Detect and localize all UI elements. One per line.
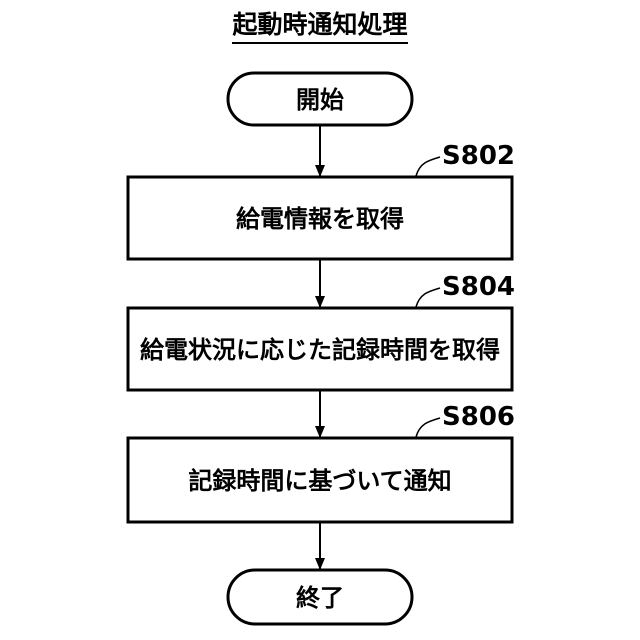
step-id-s806: S806 <box>442 402 515 432</box>
process-label-s802: 給電情報を取得 <box>236 205 404 233</box>
step-id-leader-s806 <box>416 418 440 437</box>
step-id-s804: S804 <box>442 272 515 302</box>
process-label-s804: 給電状況に応じた記録時間を取得 <box>140 336 500 364</box>
process-label-s806: 記録時間に基づいて通知 <box>188 467 451 495</box>
step-id-leader-s802 <box>416 157 440 176</box>
end-label: 終了 <box>296 584 344 612</box>
step-id-s802: S802 <box>442 141 515 171</box>
start-label: 開始 <box>296 86 344 114</box>
diagram-title: 起動時通知処理 <box>232 10 407 39</box>
step-id-leader-s804 <box>416 288 440 307</box>
